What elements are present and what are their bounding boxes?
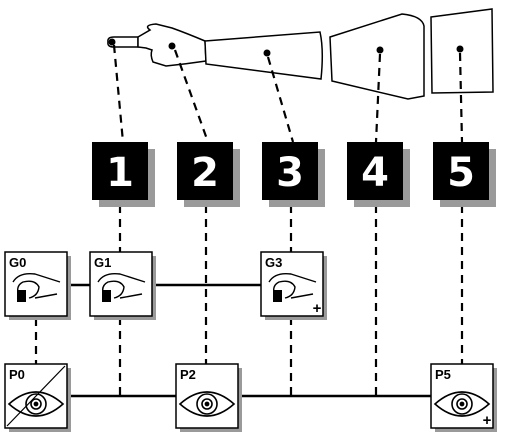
grasped-object <box>273 290 282 302</box>
segment-box-4: 4 <box>347 142 410 207</box>
perception-box-p2: P2 <box>175 363 242 432</box>
upper-arm-outline <box>329 13 425 100</box>
link-dot-to-segment-1 <box>112 44 125 143</box>
perception-box-label: P0 <box>9 367 25 382</box>
grasp-boxes: G0 G1 G3 + <box>4 251 327 320</box>
grasp-box-label: G0 <box>9 255 26 270</box>
joint-dot-3 <box>263 49 271 57</box>
grasp-box-g1: G1 <box>89 251 156 320</box>
box-frame <box>430 363 494 429</box>
perception-box-label: P2 <box>180 367 196 382</box>
segment-box-fill <box>347 142 403 200</box>
joint-dot-2 <box>168 42 176 50</box>
grasp-box-label: G1 <box>94 255 111 270</box>
cross-out-line <box>6 365 66 427</box>
joint-dot-5 <box>456 45 464 53</box>
perception-box-p5: P5 + <box>430 363 497 432</box>
segment-box-fill <box>177 142 233 200</box>
segment-label: 1 <box>106 150 134 196</box>
link-dot-to-segment-2 <box>173 49 210 143</box>
eye-icon <box>433 391 491 417</box>
grasp-box-g0: G0 <box>4 251 71 320</box>
box-frame <box>175 363 239 429</box>
segment-label: 3 <box>276 150 304 196</box>
eye-icon <box>178 391 236 417</box>
perception-box-p0: P0 <box>4 363 71 432</box>
grasp-hand-icon <box>12 272 61 302</box>
arm-illustration <box>107 8 494 100</box>
grasp-hand-icon <box>268 272 317 302</box>
plus-marker: + <box>483 412 492 429</box>
segment-boxes: 1 2 3 4 5 <box>92 142 496 207</box>
plus-marker: + <box>313 300 322 317</box>
dashed-links <box>34 44 464 396</box>
link-dot-to-segment-3 <box>266 56 295 143</box>
segment-box-5: 5 <box>433 142 496 207</box>
segment-box-3: 3 <box>262 142 325 207</box>
forearm-outline <box>204 31 324 80</box>
segment-box-1: 1 <box>92 142 155 207</box>
link-dot-to-segment-5 <box>458 52 464 143</box>
segment-box-fill <box>433 142 489 200</box>
perception-boxes: P0 P2 P5 + <box>4 363 497 432</box>
segment-label: 4 <box>361 150 389 196</box>
link-dot-to-segment-4 <box>374 53 382 143</box>
grasp-box-g3: G3 + <box>260 251 327 320</box>
grasped-object <box>17 290 26 302</box>
perception-box-label: P5 <box>435 367 451 382</box>
segment-label: 2 <box>191 150 219 196</box>
segment-box-fill <box>262 142 318 200</box>
eye-icon <box>7 391 65 417</box>
grasp-box-label: G3 <box>265 255 282 270</box>
grasped-object <box>102 290 111 302</box>
grasp-hand-icon <box>97 272 146 302</box>
segment-box-2: 2 <box>177 142 240 207</box>
segment-box-fill <box>92 142 148 200</box>
joint-dot-1 <box>108 38 116 46</box>
joint-dot-4 <box>376 46 384 54</box>
segment-label: 5 <box>447 150 475 196</box>
